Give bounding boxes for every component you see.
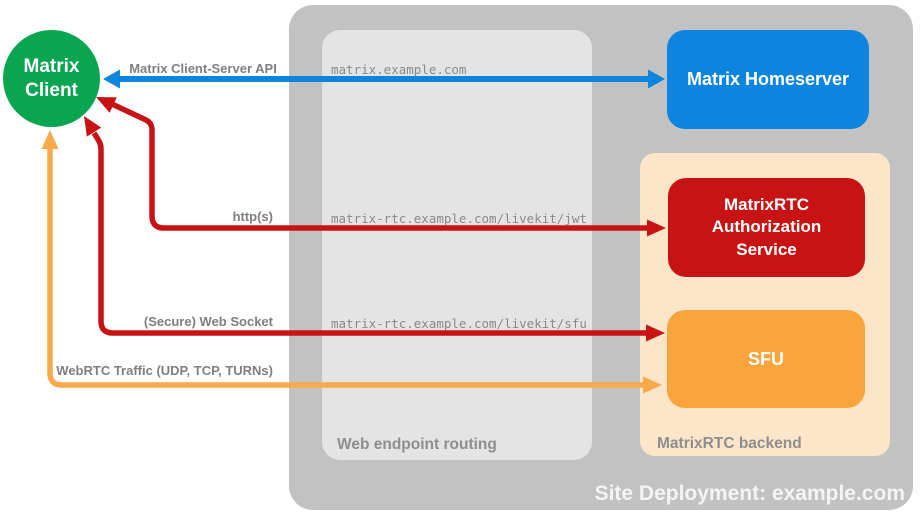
client-server-api-arrowhead-left bbox=[103, 69, 120, 89]
webrtc-traffic-arrowhead-sfu bbox=[643, 376, 662, 394]
matrixrtc-authorization-service-node: MatrixRTC Authorization Service bbox=[668, 178, 865, 277]
matrix-homeserver-node: Matrix Homeserver bbox=[667, 30, 869, 129]
sfu-node: SFU bbox=[667, 310, 865, 408]
https-label: http(s) bbox=[232, 209, 273, 224]
matrix-homeserver-label: Matrix Homeserver bbox=[686, 69, 850, 89]
client-server-api-label: Matrix Client-Server API bbox=[129, 61, 277, 76]
endpoint-url-livekit-sfu: matrix-rtc.example.com/livekit/sfu bbox=[331, 316, 587, 331]
web-endpoint-routing-label: Web endpoint routing bbox=[337, 436, 497, 453]
web-socket-arrowhead-client bbox=[84, 116, 102, 137]
web-endpoint-routing-container bbox=[322, 30, 592, 460]
site-deployment-title: Site Deployment: example.com bbox=[594, 482, 905, 505]
matrix-client-node: Matrix Client bbox=[3, 30, 100, 127]
matrixrtc-backend-label: MatrixRTC backend bbox=[657, 435, 802, 452]
endpoint-url-livekit-jwt: matrix-rtc.example.com/livekit/jwt bbox=[331, 211, 587, 226]
client-server-api-arrowhead-right bbox=[648, 69, 665, 89]
webrtc-traffic-line bbox=[47, 146, 647, 388]
web-socket-line bbox=[91, 131, 650, 336]
webrtc-traffic-label: WebRTC Traffic (UDP, TCP, TURNs) bbox=[56, 363, 273, 378]
matrix-client-label: Matrix Client bbox=[23, 55, 80, 101]
matrixrtc-authorization-service-label: MatrixRTC Authorization Service bbox=[711, 195, 822, 259]
https-arrowhead-service bbox=[647, 219, 666, 237]
web-socket-label: (Secure) Web Socket bbox=[143, 314, 273, 329]
sfu-label: SFU bbox=[748, 348, 784, 369]
web-socket-arrowhead-sfu bbox=[646, 324, 665, 342]
https-arrowhead-client bbox=[96, 97, 117, 113]
https-line bbox=[110, 101, 651, 231]
endpoint-url-homeserver: matrix.example.com bbox=[331, 62, 467, 77]
webrtc-traffic-arrowhead-client bbox=[41, 130, 59, 149]
